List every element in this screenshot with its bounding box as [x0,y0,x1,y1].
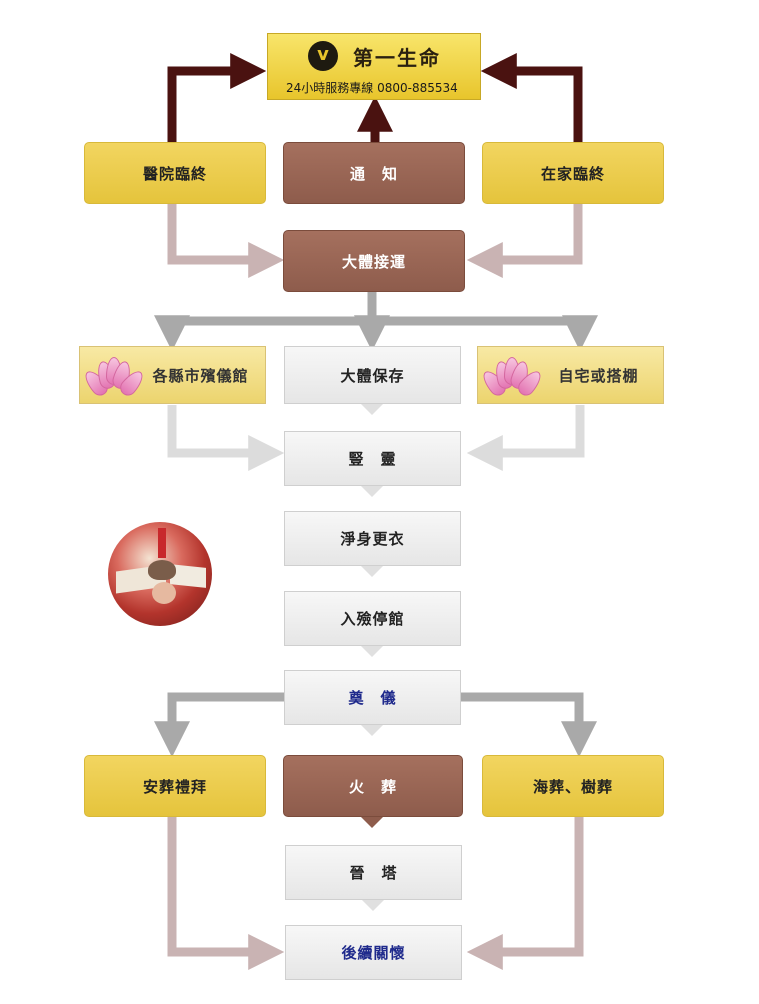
node-memorial: 奠 儀 [284,670,461,725]
node-funeral-home: 各縣市殯儀館 [79,346,266,404]
arrow-transport-split [172,292,580,326]
lotus-icon [80,357,148,399]
node-preserve: 大體保存 [284,346,461,404]
node-home-tent-label: 自宅或搭棚 [558,366,639,385]
node-home-tent: 自宅或搭棚 [477,346,664,404]
notch-encoffin [361,646,383,657]
notch-memorial [361,725,383,736]
ceremony-photo [108,522,212,626]
notch-cremation [361,817,383,828]
node-cremation: 火 葬 [283,755,463,817]
arrow-burial-to-followup [167,817,285,970]
node-encoffin: 入殮停館 [284,591,461,646]
notch-tower [362,900,384,911]
lotus-icon [478,357,546,399]
node-spirit: 豎 靈 [284,431,461,486]
arrow-memorial-to-sea-tree [461,692,597,758]
node-home: 在家臨終 [482,142,664,204]
arrow-funeral-home-to-spirit [167,405,285,471]
notch-preserve [361,404,383,415]
node-transport: 大體接運 [283,230,465,292]
notch-cleanse [361,566,383,577]
brand-logo-icon: v [308,41,338,71]
arrow-memorial-to-burial [154,692,284,758]
node-tower: 晉 塔 [285,845,462,900]
brand-logo-box: v 第一生命 24小時服務專線 0800-885534 [267,33,481,100]
node-sea-tree: 海葬、樹葬 [482,755,664,817]
arrow-hospital-to-brand [167,53,267,142]
node-hospital: 醫院臨終 [84,142,266,204]
node-notify: 通 知 [283,142,465,204]
brand-hotline: 24小時服務專線 0800-885534 [286,81,458,95]
notch-spirit [361,486,383,497]
node-burial: 安葬禮拜 [84,755,266,817]
arrow-home-to-transport [466,204,583,278]
brand-name: 第一生命 [353,46,441,70]
arrow-sea-tree-to-followup [466,817,584,970]
arrow-hospital-to-transport [167,204,285,278]
arrow-home-to-brand [480,53,583,142]
arrow-home-tent-to-spirit [466,405,585,471]
node-followup: 後續關懷 [285,925,462,980]
node-funeral-home-label: 各縣市殯儀館 [152,366,249,385]
node-cleanse: 淨身更衣 [284,511,461,566]
